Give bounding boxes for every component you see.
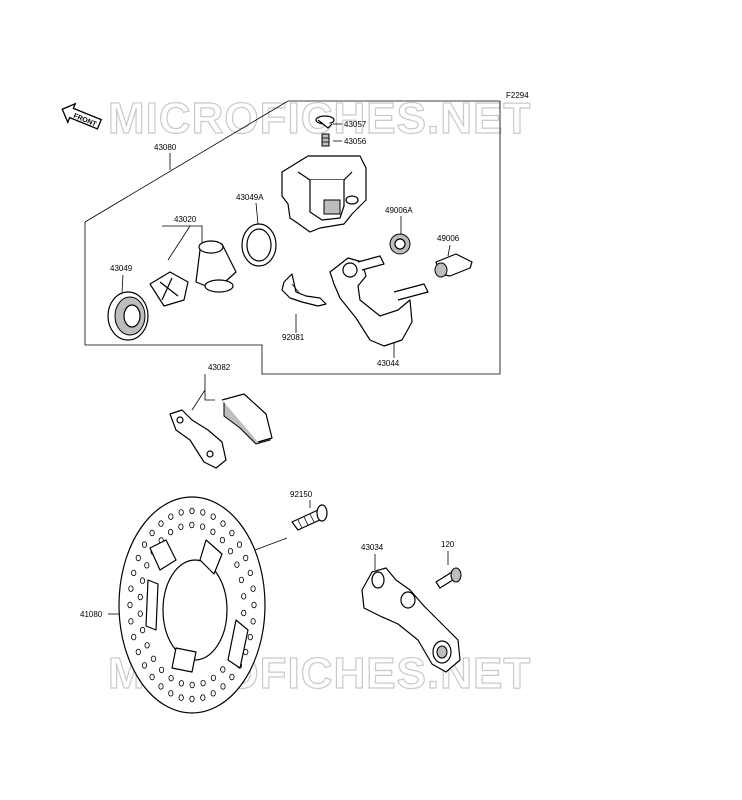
part-label-43056: 43056 [344,137,367,146]
disc-hole [234,561,240,568]
pistons [149,240,237,307]
bleeder-cap [315,115,335,129]
disc-hole [247,569,253,577]
disc-hole [220,666,226,673]
disc-hole [158,520,164,527]
part-label-43044: 43044 [377,359,400,368]
disc-hole [250,618,256,625]
disc-hole [210,690,216,697]
disc-hole [168,528,174,536]
disc-hole [243,554,249,562]
disc-hole [149,529,155,537]
disc-hole [227,548,234,555]
part-label-43049: 43049 [110,264,133,273]
part-label-43082: 43082 [208,363,231,372]
disc-hole [189,695,195,703]
disc-hole [158,683,164,690]
disc-hole [135,554,141,562]
disc-bolt [291,504,328,531]
disc-hole [210,513,216,520]
disc-hole [178,680,184,687]
disc-hole [135,648,141,656]
caliper-body [281,155,367,233]
part-label-43057: 43057 [344,120,367,129]
pin-boot [389,233,411,255]
disc-hole [141,662,148,669]
disc-hole [139,577,146,584]
leader-lines [108,123,451,615]
spring-clip [281,273,327,307]
disc-hole [189,681,195,689]
disc-hole [236,541,243,548]
disc-hole [229,529,235,537]
disc-hole [189,507,195,515]
part-label-92081: 92081 [282,333,305,342]
disc-hole [150,655,157,662]
front-arrow-icon: FRONT [61,102,103,130]
hanger-bolt [435,567,462,589]
disc-hole [168,690,174,697]
disc-hole [168,675,174,682]
disc-hole [247,633,253,641]
disc-hole [189,521,195,529]
disc-hole [141,541,148,548]
disc-hole [178,523,184,530]
disc-hole [149,673,155,681]
disc-hole [250,585,256,592]
disc-hole [210,528,216,535]
bleeder-valve [321,133,330,147]
disc-hole [137,610,143,617]
part-label-41080: 41080 [80,610,103,619]
brake-pads [169,393,273,469]
disc-hole [210,674,216,682]
disc-hole [128,618,134,625]
disc-hole [137,593,143,601]
caliper-bracket [329,255,429,347]
part-label-92150: 92150 [290,490,313,499]
disc-hole [131,569,137,577]
part-label-120: 120 [441,540,455,549]
disc-hole [127,601,133,609]
disc-hole [220,683,226,690]
disc-hole [144,562,150,569]
disc-hole [168,513,174,520]
part-label-43020: 43020 [174,215,197,224]
disc-hole [229,673,235,681]
disc-hole [178,509,184,516]
disc-hole [200,680,206,687]
disc-hole [144,642,150,649]
brake-disc [118,496,266,714]
disc-hole [241,609,247,617]
caliper-assembly-boundary [84,100,501,375]
disc-hole [219,536,225,544]
disc-hole [178,694,184,701]
seal-ring-small [241,223,277,267]
part-label-43080: 43080 [154,143,177,152]
disc-hole [200,509,206,516]
disc-hole [140,626,146,634]
part-label-43034: 43034 [361,543,384,552]
disc-hole [128,585,134,592]
part-label-49006: 49006 [437,234,460,243]
slide-pin [434,253,473,278]
disc-hole [241,593,247,600]
part-label-49006A: 49006A [385,206,413,215]
caliper-hanger [361,567,461,673]
disc-hole [220,520,226,527]
disc-hole [251,601,257,609]
part-label-43049A: 43049A [236,193,264,202]
disc-hole [159,666,165,674]
dust-seal [107,291,149,341]
disc-hole [200,694,206,701]
disc-hole [238,576,244,584]
disc-hole [200,523,206,530]
disc-hole [131,633,137,641]
diagram-code: F2294 [506,91,529,100]
